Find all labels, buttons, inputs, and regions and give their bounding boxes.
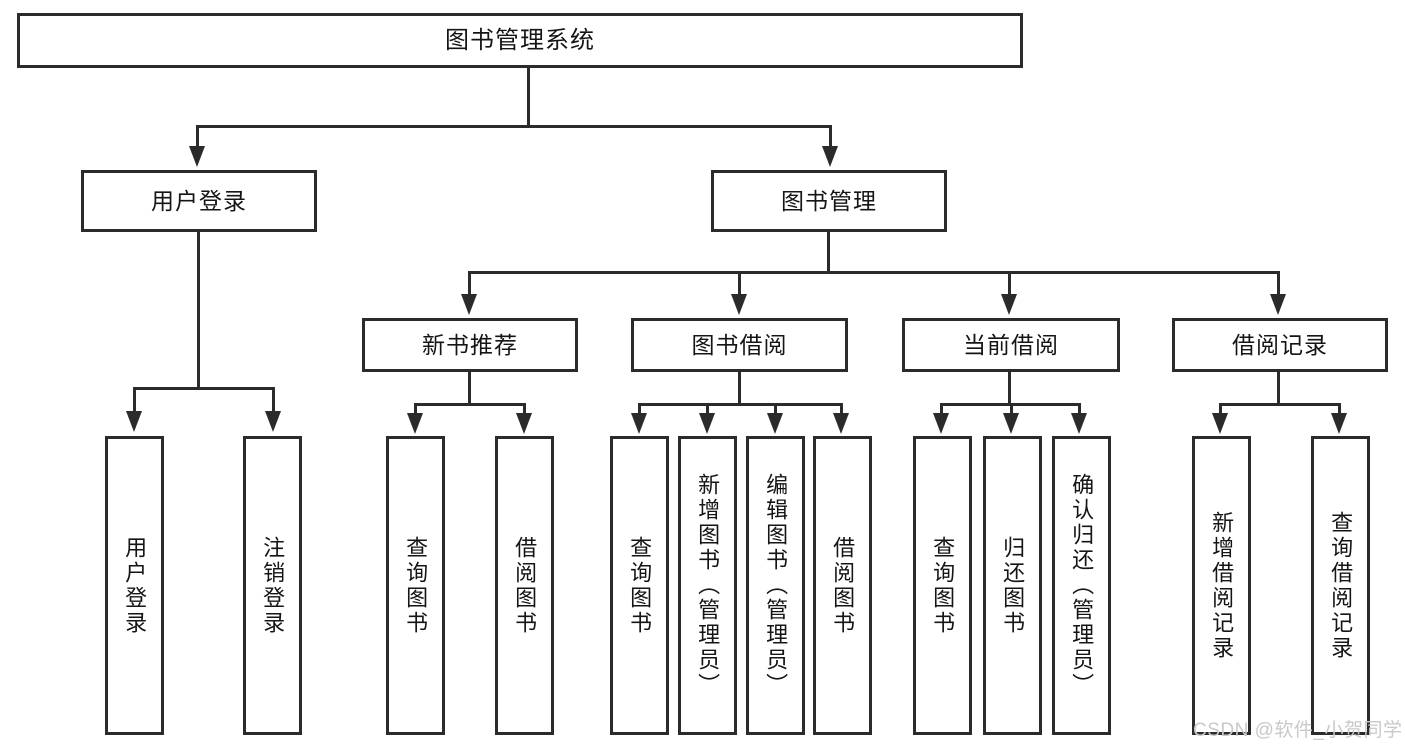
connector-borrow-record-stem bbox=[1277, 372, 1280, 406]
connector-borrow-record-drop-2 bbox=[1338, 403, 1341, 415]
connector-book-borrow-bus bbox=[638, 403, 843, 406]
connector-book-borrow-drop-4 bbox=[840, 403, 843, 415]
connector-user-login-drop-1 bbox=[133, 387, 136, 413]
connector-current-borrow-drop-2 bbox=[1010, 403, 1013, 415]
arrowhead-borrow-record-leaf-2 bbox=[1331, 413, 1347, 434]
connector-user-login-stem bbox=[197, 232, 200, 390]
connector-user-login-bus bbox=[133, 387, 275, 390]
arrowhead-user-login-leaf-2 bbox=[265, 411, 281, 432]
node-current-borrow[interactable]: 当前借阅 bbox=[902, 318, 1120, 372]
leaf-borrow-record-query[interactable]: 查询借阅记录 bbox=[1311, 436, 1370, 735]
connector-user-login-drop-2 bbox=[272, 387, 275, 413]
arrowhead-current-borrow-leaf-1 bbox=[933, 413, 949, 434]
connector-root-bus bbox=[196, 125, 832, 128]
connector-new-book-drop-2 bbox=[523, 403, 526, 415]
node-label: 当前借阅 bbox=[963, 331, 1059, 358]
arrowhead-root-to-book-mgmt bbox=[822, 146, 838, 167]
node-book-management[interactable]: 图书管理 bbox=[711, 170, 947, 232]
connector-root-to-user-login bbox=[196, 125, 199, 149]
leaf-current-borrow-query[interactable]: 查询图书 bbox=[913, 436, 972, 735]
leaf-book-borrow-borrow[interactable]: 借阅图书 bbox=[813, 436, 872, 735]
connector-borrow-record-bus bbox=[1219, 403, 1341, 406]
node-book-borrow[interactable]: 图书借阅 bbox=[631, 318, 848, 372]
connector-new-book-bus bbox=[414, 403, 526, 406]
connector-root-stem bbox=[527, 68, 530, 125]
arrowhead-borrow-record-leaf-1 bbox=[1212, 413, 1228, 434]
connector-current-borrow-drop-1 bbox=[940, 403, 943, 415]
csdn-watermark: CSDN @软件_小贺同学 bbox=[1193, 720, 1403, 741]
leaf-book-borrow-query[interactable]: 查询图书 bbox=[610, 436, 669, 735]
node-label: 图书借阅 bbox=[691, 331, 788, 358]
node-label: 图书管理系统 bbox=[445, 26, 595, 54]
arrowhead-root-to-user-login bbox=[189, 146, 205, 167]
arrowhead-book-mgmt-to-borrow bbox=[731, 294, 747, 315]
connector-book-mgmt-bus bbox=[468, 271, 1280, 274]
connector-current-borrow-drop-3 bbox=[1078, 403, 1081, 415]
node-label: 确认归还（管理员） bbox=[1069, 473, 1095, 698]
node-label: 查询图书 bbox=[627, 535, 653, 636]
arrowhead-user-login-leaf-1 bbox=[126, 411, 142, 432]
connector-current-borrow-stem bbox=[1008, 372, 1011, 406]
node-new-book-recommend[interactable]: 新书推荐 bbox=[362, 318, 578, 372]
node-label: 查询图书 bbox=[403, 535, 429, 636]
arrowhead-current-borrow-leaf-3 bbox=[1071, 413, 1087, 434]
connector-book-borrow-drop-3 bbox=[774, 403, 777, 415]
connector-book-mgmt-drop-2 bbox=[738, 271, 741, 296]
leaf-book-borrow-add[interactable]: 新增图书（管理员） bbox=[678, 436, 737, 735]
leaf-current-borrow-confirm-return[interactable]: 确认归还（管理员） bbox=[1052, 436, 1111, 735]
connector-book-borrow-drop-1 bbox=[638, 403, 641, 415]
connector-book-mgmt-drop-1 bbox=[468, 271, 471, 296]
arrowhead-book-mgmt-to-new-book bbox=[461, 294, 477, 315]
node-label: 查询图书 bbox=[930, 535, 956, 636]
node-root-system[interactable]: 图书管理系统 bbox=[17, 13, 1023, 68]
node-label: 借阅图书 bbox=[512, 535, 538, 636]
node-label: 编辑图书（管理员） bbox=[763, 473, 789, 698]
node-label: 新增借阅记录 bbox=[1209, 510, 1235, 661]
arrowhead-book-mgmt-to-current bbox=[1001, 294, 1017, 315]
node-borrow-record[interactable]: 借阅记录 bbox=[1172, 318, 1388, 372]
leaf-book-borrow-edit[interactable]: 编辑图书（管理员） bbox=[746, 436, 805, 735]
arrowhead-book-mgmt-to-record bbox=[1270, 294, 1286, 315]
leaf-borrow-record-add[interactable]: 新增借阅记录 bbox=[1192, 436, 1251, 735]
connector-new-book-stem bbox=[468, 372, 471, 406]
node-label: 借阅记录 bbox=[1232, 331, 1328, 358]
connector-book-mgmt-stem bbox=[827, 232, 830, 273]
connector-book-borrow-stem bbox=[738, 372, 741, 406]
connector-borrow-record-drop-1 bbox=[1219, 403, 1222, 415]
arrowhead-book-borrow-leaf-1 bbox=[631, 413, 647, 434]
node-label: 注销登录 bbox=[260, 535, 286, 636]
leaf-current-borrow-return[interactable]: 归还图书 bbox=[983, 436, 1042, 735]
node-label: 用户登录 bbox=[151, 187, 247, 214]
leaf-new-book-query[interactable]: 查询图书 bbox=[386, 436, 445, 735]
leaf-new-book-borrow[interactable]: 借阅图书 bbox=[495, 436, 554, 735]
node-label: 借阅图书 bbox=[830, 535, 856, 636]
node-label: 用户登录 bbox=[122, 535, 148, 636]
arrowhead-current-borrow-leaf-2 bbox=[1003, 413, 1019, 434]
node-label: 新增图书（管理员） bbox=[695, 473, 721, 698]
arrowhead-book-borrow-leaf-3 bbox=[767, 413, 783, 434]
leaf-user-login-logout[interactable]: 注销登录 bbox=[243, 436, 302, 735]
arrowhead-book-borrow-leaf-2 bbox=[699, 413, 715, 434]
connector-book-borrow-drop-2 bbox=[706, 403, 709, 415]
arrowhead-new-book-leaf-2 bbox=[516, 413, 532, 434]
connector-book-mgmt-drop-3 bbox=[1008, 271, 1011, 296]
connector-new-book-drop-1 bbox=[414, 403, 417, 415]
node-label: 新书推荐 bbox=[422, 331, 518, 358]
arrowhead-new-book-leaf-1 bbox=[407, 413, 423, 434]
node-user-login[interactable]: 用户登录 bbox=[81, 170, 317, 232]
node-label: 图书管理 bbox=[781, 187, 877, 214]
connector-root-to-book-mgmt bbox=[829, 125, 832, 149]
node-label: 归还图书 bbox=[1000, 535, 1026, 636]
arrowhead-book-borrow-leaf-4 bbox=[833, 413, 849, 434]
node-label: 查询借阅记录 bbox=[1328, 510, 1354, 661]
connector-book-mgmt-drop-4 bbox=[1277, 271, 1280, 296]
leaf-user-login-login[interactable]: 用户登录 bbox=[105, 436, 164, 735]
